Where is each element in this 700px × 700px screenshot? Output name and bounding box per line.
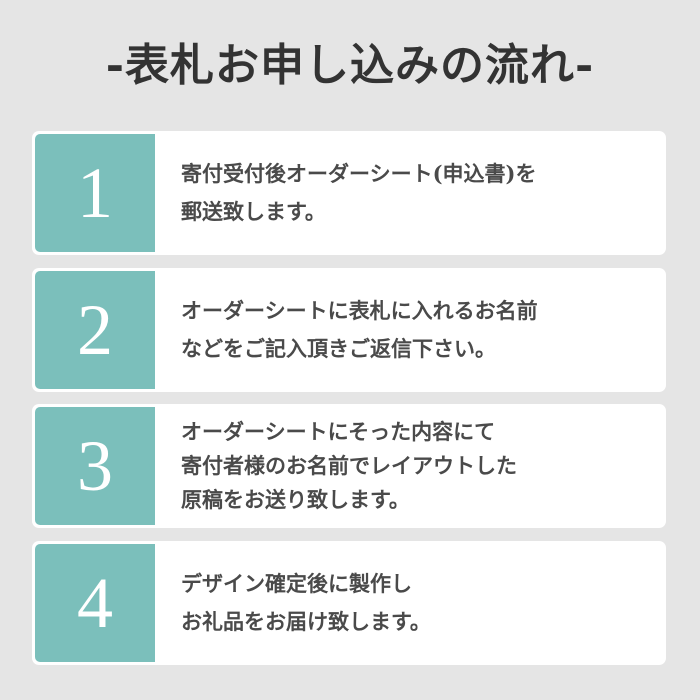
step-line: デザイン確定後に製作し xyxy=(181,571,412,596)
step-text-3: オーダーシートにそった内容にて 寄付者様のお名前でレイアウトした 原稿をお送り致… xyxy=(155,407,663,525)
step-number-2: 2 xyxy=(35,271,155,389)
step-line: 寄付受付後オーダーシート(申込書)を xyxy=(181,161,537,186)
step-line: 郵送致します。 xyxy=(181,199,326,224)
step-line: 寄付者様のお名前でレイアウトした xyxy=(181,453,517,478)
step-line: オーダーシートに表札に入れるお名前 xyxy=(181,298,538,323)
step-line: お礼品をお届け致します。 xyxy=(181,609,431,634)
step-text-4: デザイン確定後に製作し お礼品をお届け致します。 xyxy=(155,544,663,662)
step-number-4: 4 xyxy=(35,544,155,662)
step-line: オーダーシートにそった内容にて xyxy=(181,419,496,444)
step-line: 原稿をお送り致します。 xyxy=(181,487,410,512)
step-text-2: オーダーシートに表札に入れるお名前 などをご記入頂きご返信下さい。 xyxy=(155,271,663,389)
step-text-1: 寄付受付後オーダーシート(申込書)を 郵送致します。 xyxy=(155,134,663,252)
step-card-4: 4 デザイン確定後に製作し お礼品をお届け致します。 xyxy=(32,541,666,665)
step-line: などをご記入頂きご返信下さい。 xyxy=(181,336,496,361)
step-card-3: 3 オーダーシートにそった内容にて 寄付者様のお名前でレイアウトした 原稿をお送… xyxy=(32,404,666,528)
step-number-3: 3 xyxy=(35,407,155,525)
step-card-2: 2 オーダーシートに表札に入れるお名前 などをご記入頂きご返信下さい。 xyxy=(32,268,666,392)
page-title: -表札お申し込みの流れ- xyxy=(105,40,595,91)
step-number-1: 1 xyxy=(35,134,155,252)
step-card-1: 1 寄付受付後オーダーシート(申込書)を 郵送致します。 xyxy=(32,131,666,255)
